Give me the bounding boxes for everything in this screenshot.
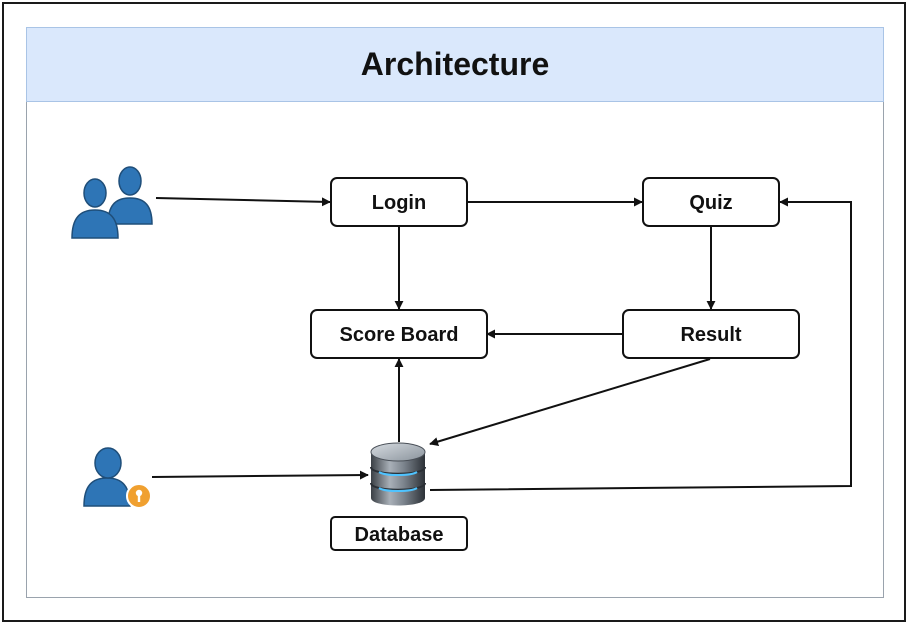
users-icon [71,166,153,239]
node-score-board: Score Board [310,309,488,359]
admin-user-icon [83,447,152,509]
diagram-title: Architecture [360,46,550,82]
node-quiz-label: Quiz [689,192,732,214]
node-database-label-box: Database [330,516,468,551]
node-quiz: Quiz [642,177,780,227]
title-bar: Architecture [26,27,884,102]
node-result: Result [622,309,800,359]
node-database-label: Database [355,524,444,546]
database-icon [370,442,426,506]
arrow-users-to-login [155,197,331,207]
arrow-admin-to-database [151,470,369,480]
node-login: Login [330,177,468,227]
node-score-board-label: Score Board [340,324,459,346]
arrow-result-to-database [429,358,711,446]
arrow-database-quiz-loop [429,197,852,491]
node-login-label: Login [372,192,426,214]
node-result-label: Result [680,324,741,346]
connectors [151,197,852,491]
